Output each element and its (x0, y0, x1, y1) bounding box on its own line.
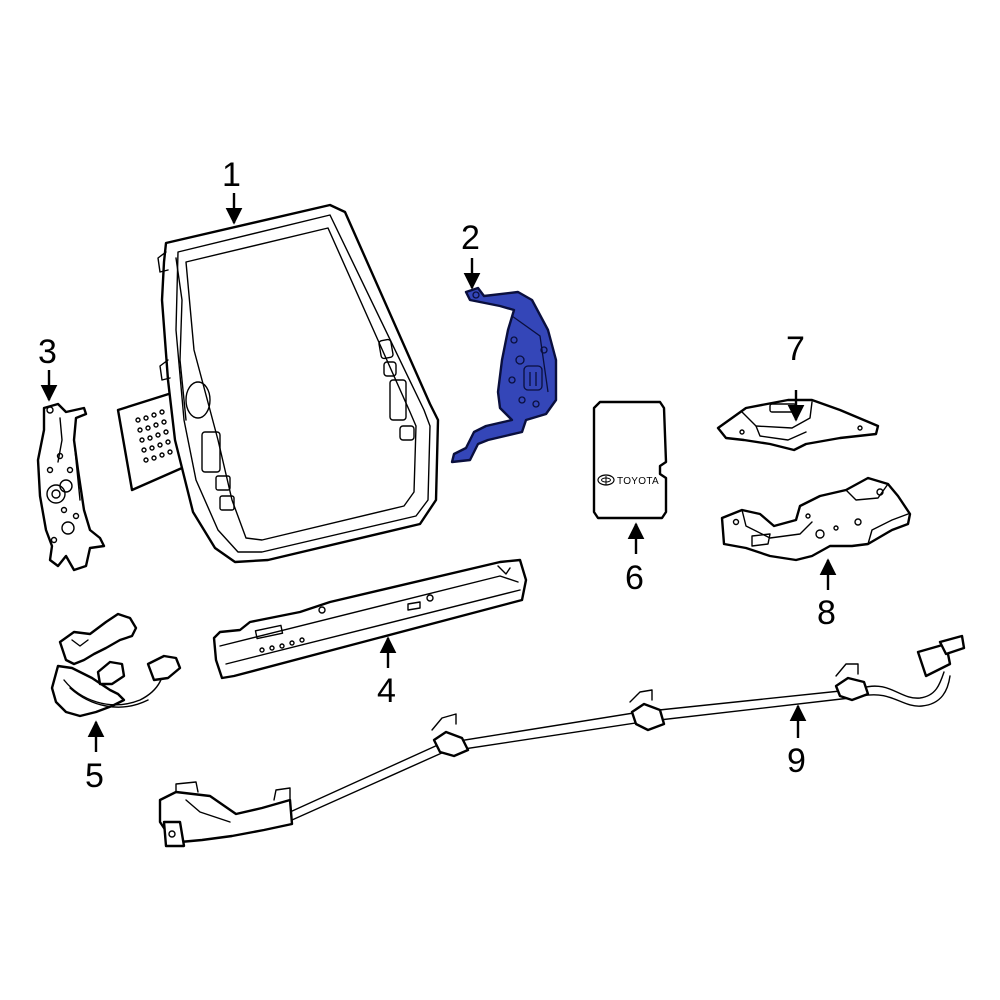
sd-card-brand-text: TOYOTA (617, 476, 659, 487)
callout-5: 5 (85, 757, 104, 795)
callout-1: 1 (222, 156, 241, 194)
callout-7: 7 (786, 330, 805, 368)
part-4-control-panel[interactable] (212, 558, 528, 680)
callout-arrows (40, 193, 837, 752)
part-2-mounting-bracket[interactable] (450, 286, 558, 464)
toyota-logo-icon (597, 474, 615, 486)
callout-8: 8 (817, 594, 836, 632)
part-3-side-bracket[interactable] (36, 402, 106, 572)
part-9-wire-harness[interactable] (158, 634, 966, 848)
callout-6: 6 (625, 559, 644, 597)
part-1-display-unit[interactable] (116, 203, 440, 564)
part-5-sub-harness[interactable] (50, 612, 182, 718)
callout-4: 4 (377, 672, 396, 710)
part-7-top-bracket[interactable] (716, 398, 880, 452)
callout-9: 9 (787, 742, 806, 780)
callout-2: 2 (461, 219, 480, 257)
part-6-map-sd-card[interactable]: TOYOTA (592, 400, 668, 520)
callout-3: 3 (38, 333, 57, 371)
callout-labels: 1 2 3 4 5 6 7 8 9 (38, 156, 836, 795)
part-8-lower-bracket[interactable] (720, 476, 912, 562)
